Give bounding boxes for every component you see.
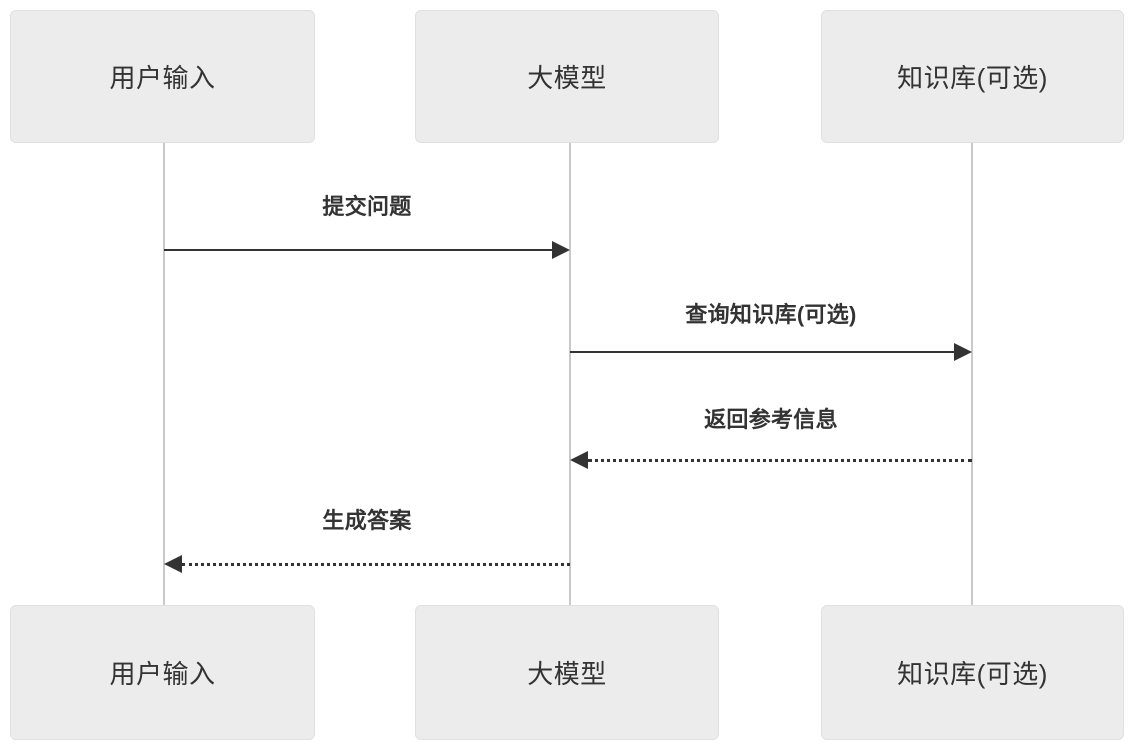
message-2-label: 查询知识库(可选) <box>685 302 857 327</box>
participant-label-model-top: 大模型 <box>527 63 607 93</box>
participant-box-model-top[interactable]: 大模型 <box>415 10 719 143</box>
participant-label-model-bottom: 大模型 <box>527 659 607 689</box>
message-1-arrowhead-icon <box>552 241 570 259</box>
message-4-line <box>182 563 570 566</box>
participant-box-model-bottom[interactable]: 大模型 <box>415 605 719 740</box>
message-3-label: 返回参考信息 <box>704 407 838 432</box>
participant-label-kb-top: 知识库(可选) <box>897 63 1048 93</box>
message-1-label: 提交问题 <box>322 194 412 219</box>
participant-box-user-top[interactable]: 用户输入 <box>10 10 315 143</box>
message-2-arrowhead-icon <box>954 343 972 361</box>
lifeline-user <box>163 143 165 605</box>
participant-label-user-bottom: 用户输入 <box>109 659 216 689</box>
participant-box-kb-bottom[interactable]: 知识库(可选) <box>821 605 1124 740</box>
participant-box-kb-top[interactable]: 知识库(可选) <box>821 10 1124 143</box>
participant-label-user-top: 用户输入 <box>109 63 216 93</box>
message-4-label: 生成答案 <box>322 508 412 533</box>
message-4-arrowhead-icon <box>164 555 182 573</box>
message-2-line <box>570 351 954 353</box>
lifeline-model <box>569 143 571 605</box>
lifeline-kb <box>971 143 973 605</box>
message-3-line <box>588 459 972 462</box>
participant-box-user-bottom[interactable]: 用户输入 <box>10 605 315 740</box>
message-1-line <box>164 249 552 251</box>
message-3-arrowhead-icon <box>570 451 588 469</box>
participant-label-kb-bottom: 知识库(可选) <box>897 659 1048 689</box>
